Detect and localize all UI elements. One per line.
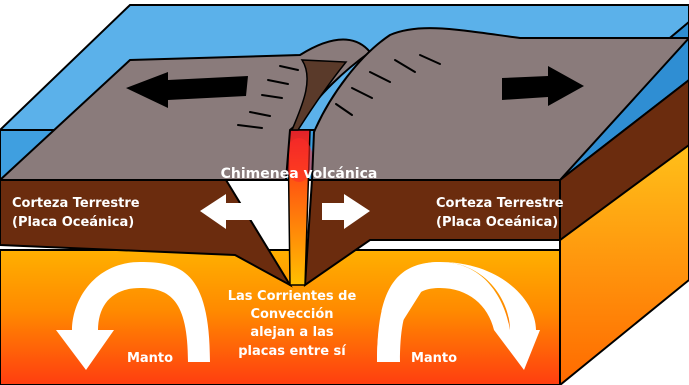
label-convection-1: Las Corrientes de — [228, 289, 357, 304]
arrow-white-left-icon — [200, 194, 276, 229]
ridge-cleft — [290, 59, 348, 131]
convection-arc-right-inner — [377, 262, 510, 362]
surface-cracks — [237, 54, 441, 129]
label-crust-left-2: (Placa Oceánica) — [12, 215, 134, 230]
label-convection-4: placas entre sí — [238, 344, 347, 359]
chimney-glow — [285, 138, 313, 182]
label-convection-2: Convección — [250, 307, 333, 322]
label-chimney: Chimenea volcánica — [221, 166, 378, 182]
arrow-white-right-icon — [322, 194, 370, 229]
label-crust-left-1: Corteza Terrestre — [12, 196, 140, 211]
label-mantle-right: Manto — [411, 351, 457, 366]
label-convection-3: alejan a las — [250, 325, 334, 340]
arrow-right-icon — [502, 66, 584, 106]
label-crust-right-2: (Placa Oceánica) — [436, 215, 558, 230]
label-crust-right-1: Corteza Terrestre — [436, 196, 564, 211]
arrow-left-icon — [126, 72, 248, 108]
convection-arc-left-icon — [56, 262, 210, 370]
label-mantle-left: Manto — [127, 351, 173, 366]
